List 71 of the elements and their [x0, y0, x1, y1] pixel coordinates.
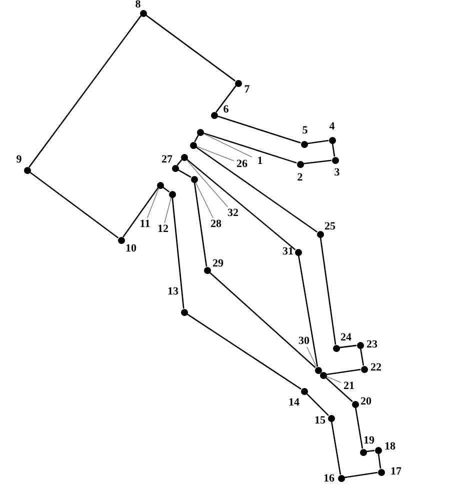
vertex-number: 16	[324, 474, 334, 484]
polygon-side	[28, 15, 142, 168]
vertex-number: 27	[162, 154, 172, 166]
vertex-number: 17	[390, 466, 402, 478]
leader-line	[202, 133, 252, 158]
vertex-number: 15	[314, 416, 326, 426]
polygon-side	[176, 159, 182, 166]
polygon-side	[330, 421, 342, 475]
vertex-number: 18	[384, 442, 396, 452]
vertex-number: 32	[225, 207, 241, 219]
vertex-number: 31	[282, 246, 294, 258]
polygon-side	[332, 143, 336, 157]
vertex-number: 5	[302, 126, 308, 136]
vertex-number: 25	[324, 222, 336, 232]
vertex-number: 22	[370, 362, 382, 374]
leader-line	[326, 376, 342, 384]
polygon-side	[354, 407, 364, 449]
leader-line	[186, 159, 228, 208]
polygon-side	[216, 85, 236, 113]
vertex-number: 19	[364, 436, 374, 446]
polygon-side	[194, 134, 199, 142]
vertex-number: 9	[16, 154, 22, 166]
polygon-side	[172, 197, 184, 309]
vertex-number: 30	[296, 335, 312, 347]
vertex-number: 14	[288, 398, 300, 408]
vertex-number: 13	[168, 286, 178, 298]
vertex-number: 28	[208, 218, 224, 230]
leader-line	[195, 182, 214, 218]
vertex-number: 4	[329, 122, 335, 132]
vertex-number: 11	[137, 218, 153, 230]
polygon-side	[217, 115, 301, 144]
polygon-side	[186, 158, 296, 250]
vertex-number: 3	[334, 168, 340, 178]
polygon-side	[307, 140, 329, 144]
polygon-side	[178, 169, 192, 178]
polygon-side	[325, 376, 353, 402]
vertex-number: 20	[360, 396, 372, 408]
leader-line	[164, 196, 172, 224]
vertex-number: 8	[135, 0, 141, 10]
polygon-side	[203, 132, 297, 164]
polygon-side	[196, 146, 318, 233]
polygon-side	[306, 393, 329, 416]
vertex-number: 21	[341, 380, 357, 392]
polygon-side	[320, 237, 336, 345]
polygon-side	[339, 344, 357, 348]
vertex-number: 2	[297, 172, 303, 184]
polygon-side	[122, 187, 158, 238]
polygon-side	[344, 472, 378, 478]
polygon-side	[360, 348, 364, 366]
vertex-number: 24	[340, 332, 352, 344]
vertex-number: 12	[155, 223, 171, 235]
polygon-side	[186, 313, 302, 390]
vertex-number: 1	[252, 155, 268, 167]
vertex-number: 7	[244, 84, 250, 96]
vertex-number: 26	[234, 158, 250, 170]
leader-line	[306, 346, 317, 368]
polygon-side	[366, 450, 375, 452]
vertex-number: 29	[212, 258, 224, 270]
polygon-side	[145, 14, 236, 82]
vertex-number: 10	[126, 244, 136, 254]
leader-line	[146, 188, 160, 218]
vertex-number: 6	[223, 104, 229, 116]
polygon-side	[194, 182, 208, 267]
polygon-side	[326, 368, 361, 376]
polygon-side	[209, 272, 316, 368]
polygon-side	[303, 160, 332, 164]
leader-line	[196, 146, 234, 162]
polygon-side	[298, 255, 318, 367]
vertex-number: 23	[366, 340, 378, 350]
polygon-side	[29, 172, 119, 238]
polygon-side	[378, 453, 382, 469]
